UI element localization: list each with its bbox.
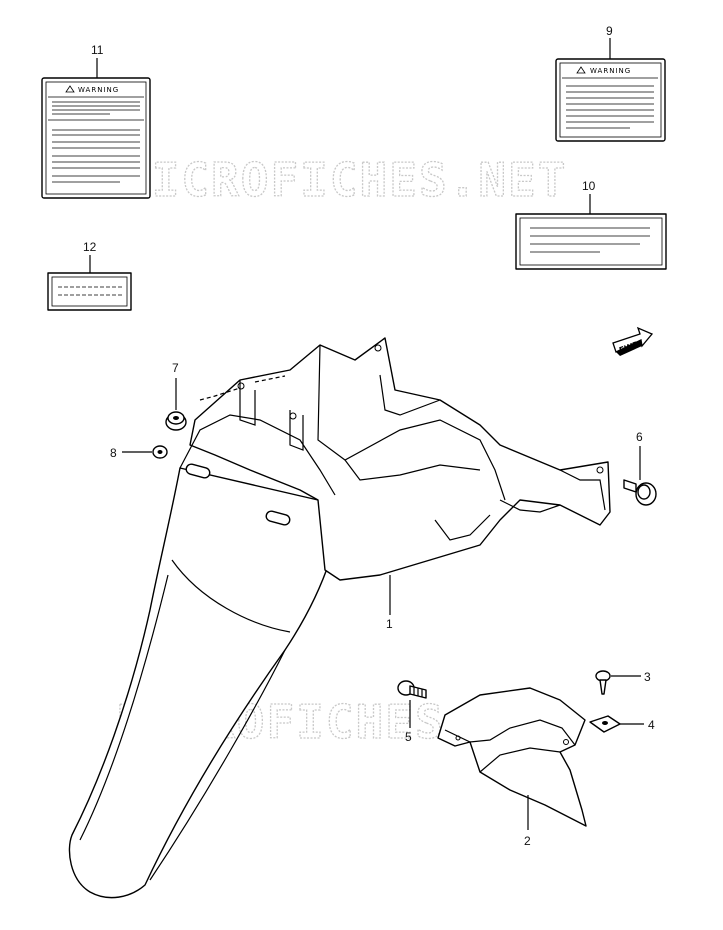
clip-nut-part-4 — [589, 715, 621, 733]
callout-4: 4 — [648, 718, 655, 732]
rear-fender-part-1 — [68, 337, 611, 899]
callout-7: 7 — [172, 361, 179, 375]
warning-text-9: WARNING — [590, 67, 631, 75]
bolt-part-6 — [623, 479, 657, 506]
callout-1: 1 — [386, 617, 393, 631]
washer-part-8 — [152, 445, 168, 459]
bolt-part-5 — [397, 680, 427, 699]
callout-11: 11 — [91, 43, 104, 57]
warning-label-9: WARNING — [555, 58, 666, 142]
warning-label-11: WARNING — [41, 77, 151, 199]
screw-part-3 — [595, 670, 611, 695]
label-12 — [47, 272, 132, 311]
warning-text-11: WARNING — [78, 86, 119, 94]
callout-8: 8 — [110, 446, 117, 460]
callout-12: 12 — [83, 240, 97, 254]
inner-guard-part-2 — [437, 687, 587, 827]
callout-9: 9 — [606, 24, 613, 38]
callout-5: 5 — [405, 730, 412, 744]
watermark-top: MICROFICHES.NET — [122, 153, 567, 207]
callout-6: 6 — [636, 430, 643, 444]
callout-3: 3 — [644, 670, 651, 684]
fwd-arrow-icon: FWD — [612, 326, 654, 356]
callout-10: 10 — [582, 179, 596, 193]
label-10 — [515, 213, 667, 270]
nut-part-7 — [165, 411, 187, 431]
callout-2: 2 — [524, 834, 531, 848]
